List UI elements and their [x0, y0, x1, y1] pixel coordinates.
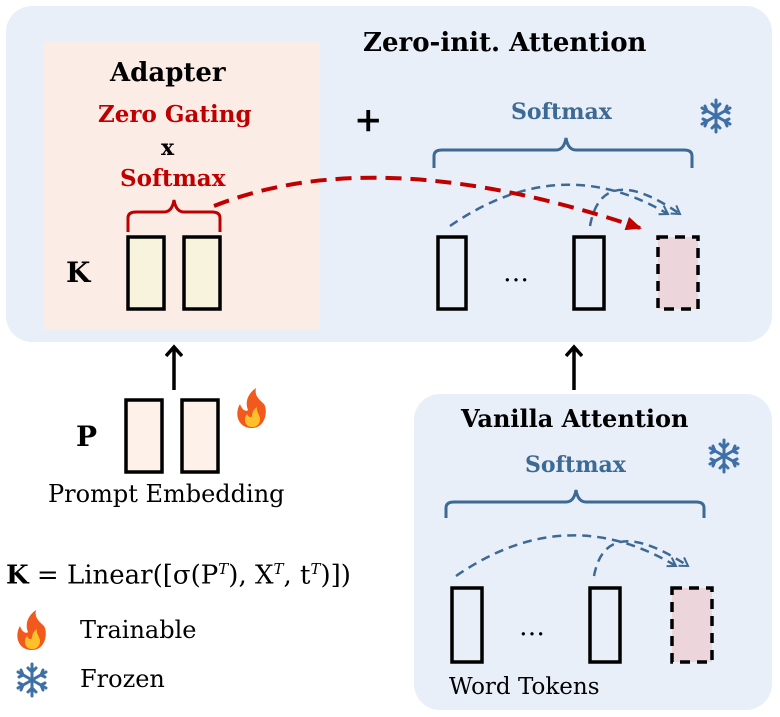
- gated-attention-arrow: [213, 175, 642, 231]
- formula-mid-1: ), X: [228, 560, 274, 591]
- prompt-token-1: [124, 398, 164, 474]
- plus-sign: +: [354, 100, 383, 140]
- formula-mid-2: , t: [283, 560, 311, 591]
- formula-args: ([σ(P: [152, 560, 219, 591]
- prompt-token-2: [180, 398, 220, 474]
- formula-sup-2: T: [273, 560, 284, 578]
- vanilla-arrow-1: [455, 534, 678, 578]
- adapter-title: Adapter: [110, 58, 226, 88]
- snowflake-icon: [16, 662, 48, 698]
- prompt-symbol: P: [76, 420, 98, 453]
- word-ellipsis: …: [503, 258, 529, 288]
- formula-sup-3: T: [310, 560, 321, 578]
- formula-func: Linear: [66, 560, 153, 591]
- vanilla-query-token: [670, 586, 714, 664]
- attention-arrow-1: [449, 183, 670, 228]
- legend-frozen: Frozen: [80, 665, 165, 693]
- key-symbol: K: [66, 256, 91, 289]
- adapter-softmax-label: Softmax: [120, 165, 226, 192]
- adapter-token-1: [126, 235, 166, 311]
- formula-lhs: K: [6, 560, 29, 591]
- legend-trainable: Trainable: [80, 616, 197, 644]
- word-token-1: [436, 235, 468, 311]
- prompt-caption: Prompt Embedding: [48, 480, 285, 508]
- times-symbol: x: [161, 135, 175, 161]
- vanilla-title: Vanilla Attention: [461, 404, 689, 433]
- softmax-label: Softmax: [511, 99, 612, 125]
- attention-arrow-2: [588, 188, 682, 227]
- zero-gating-label: Zero Gating: [98, 101, 252, 128]
- vanilla-caption: Word Tokens: [449, 674, 600, 700]
- query-token: [656, 235, 700, 311]
- vanilla-softmax-label: Softmax: [525, 452, 626, 478]
- vanilla-ellipsis: …: [519, 612, 545, 642]
- formula-eq: =: [36, 560, 59, 591]
- vanilla-token-2: [588, 586, 622, 664]
- word-token-2: [572, 235, 606, 311]
- formula-sup-1: T: [218, 560, 229, 578]
- zero-init-title: Zero-init. Attention: [363, 28, 647, 58]
- snowflake-icon: [700, 98, 732, 134]
- softmax-brace: [432, 137, 694, 168]
- snowflake-icon: [708, 438, 740, 474]
- formula: K = Linear([σ(PT), XT, tT)]): [6, 560, 351, 591]
- vanilla-token-1: [450, 586, 484, 664]
- vanilla-softmax-brace: [444, 489, 706, 518]
- adapter-token-2: [182, 235, 222, 311]
- adapter-brace: [126, 199, 222, 232]
- vanilla-arrow-2: [592, 540, 690, 577]
- fire-icon: [17, 610, 46, 650]
- fire-icon: [237, 388, 266, 428]
- formula-tail: )]): [320, 560, 351, 591]
